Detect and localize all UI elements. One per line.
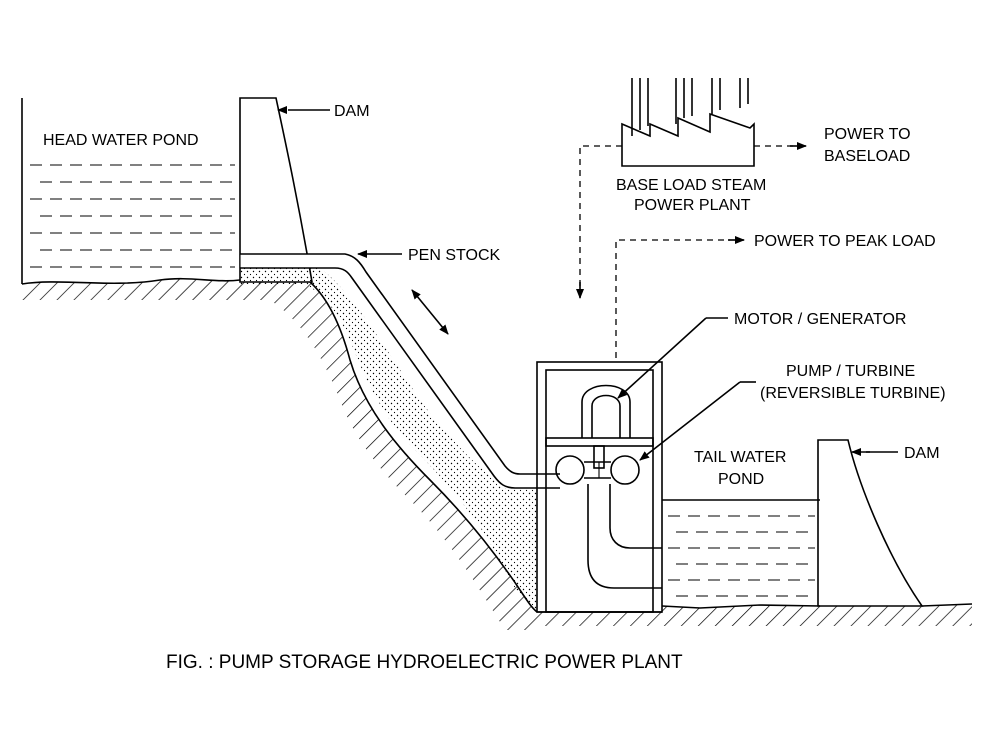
power-to-baseload-line1: POWER TO xyxy=(824,126,911,143)
dam-left-label: DAM xyxy=(334,103,370,120)
dam-left: DAM xyxy=(239,97,370,283)
power-to-baseload-line2: BASELOAD xyxy=(824,148,910,165)
pen-stock-label: PEN STOCK xyxy=(408,247,501,264)
head-water-pond-label: HEAD WATER POND xyxy=(43,132,199,149)
power-lines: POWER TO BASELOAD POWER TO PEAK LOAD xyxy=(576,126,936,358)
dam-right: DAM xyxy=(817,439,940,607)
steam-power-plant: BASE LOAD STEAM POWER PLANT xyxy=(616,78,766,214)
tail-water-pond-label-line1: TAIL WATER xyxy=(694,449,786,466)
power-to-peak-load-label: POWER TO PEAK LOAD xyxy=(754,233,936,250)
tail-water-pond-label-line2: POND xyxy=(718,471,764,488)
pump-turbine-label-line2: (REVERSIBLE TURBINE) xyxy=(760,385,946,402)
head-water-pond: HEAD WATER POND xyxy=(21,98,235,284)
tail-water-pond: TAIL WATER POND xyxy=(662,449,820,597)
motor-generator-label: MOTOR / GENERATOR xyxy=(734,311,906,328)
ground-bottom xyxy=(537,603,973,626)
flow-direction-arrow xyxy=(411,289,449,335)
figure-caption: FIG. : PUMP STORAGE HYDROELECTRIC POWER … xyxy=(166,652,683,673)
penstock-pipe: PEN STOCK xyxy=(239,247,560,489)
pump-turbine-label-line1: PUMP / TURBINE xyxy=(786,363,915,380)
dam-right-label: DAM xyxy=(904,445,940,462)
steam-plant-label-line1: BASE LOAD STEAM xyxy=(616,177,766,194)
steam-plant-label-line2: POWER PLANT xyxy=(634,197,751,214)
